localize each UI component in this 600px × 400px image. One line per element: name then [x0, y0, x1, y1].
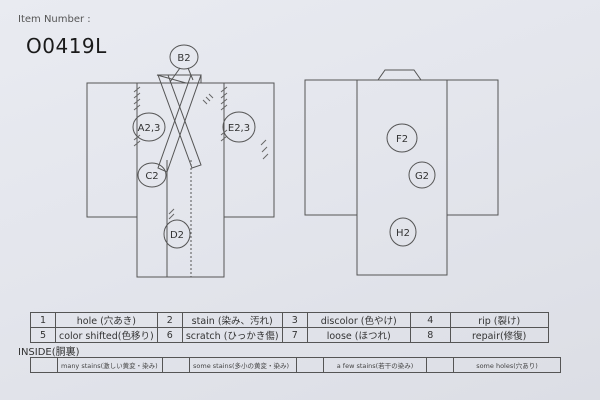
legend-label: stain (染み、汚れ) [181, 312, 283, 328]
legend-code: 1 [30, 312, 56, 328]
annotation-circle-b [169, 44, 199, 70]
annotation-label-c: C2 [145, 171, 158, 182]
back-kimono-outline [304, 69, 499, 276]
inside-option-label: a few stains(若干の染み) [323, 357, 427, 373]
legend-label: repair(修復) [449, 327, 549, 343]
front-collar [156, 74, 202, 173]
legend-label: hole (穴あき) [55, 312, 158, 328]
legend-code: 6 [156, 327, 183, 343]
inside-checkbox-some-holes[interactable] [426, 357, 454, 373]
inside-option-label: some stains(多小の黄変・染み) [189, 357, 297, 373]
legend-label: scratch (ひっかき傷) [181, 327, 283, 343]
legend-label: loose (ほつれ) [306, 327, 411, 343]
legend-code: 4 [409, 312, 451, 328]
annotation-circle-f [386, 123, 418, 153]
kimono-diagram: B2 A2,3 E2,3 C2 D2 F2 G2 H2 [86, 44, 499, 278]
annotation-label-d: D2 [170, 230, 184, 241]
damage-legend-table: 1 hole (穴あき) 2 stain (染み、汚れ) 3 discolor … [30, 312, 549, 343]
legend-code: 8 [409, 327, 451, 343]
inside-checkbox-many-stains[interactable] [30, 357, 58, 373]
legend-code: 2 [156, 312, 183, 328]
legend-code: 5 [30, 327, 56, 343]
annotation-label-a: A2,3 [138, 123, 161, 134]
annotation-circle-g [408, 161, 436, 189]
annotation-circle-e [222, 111, 256, 143]
inside-checkbox-few-stains[interactable] [296, 357, 324, 373]
inside-section-label: INSIDE(胴裏) [18, 347, 80, 358]
annotation-label-f: F2 [396, 134, 408, 145]
legend-code: 7 [281, 327, 308, 343]
inside-checkbox-some-stains[interactable] [162, 357, 190, 373]
legend-label: color shifted(色移り) [55, 327, 158, 343]
stain-hatch-marks [133, 86, 269, 220]
annotation-circle-a [132, 112, 166, 142]
legend-row: 1 hole (穴あき) 2 stain (染み、汚れ) 3 discolor … [30, 312, 549, 328]
legend-row: 5 color shifted(色移り) 6 scratch (ひっかき傷) 7… [30, 327, 549, 343]
annotation-label-g: G2 [415, 171, 429, 182]
item-number-label: Item Number : [18, 14, 91, 25]
annotation-circle-c [137, 162, 167, 188]
inside-option-label: many stains(激しい黄変・染み) [57, 357, 163, 373]
inside-option-label: some holes(穴あり) [453, 357, 561, 373]
legend-code: 3 [281, 312, 308, 328]
front-kimono-outline [86, 82, 275, 278]
inside-condition-table: many stains(激しい黄変・染み) some stains(多小の黄変・… [30, 357, 561, 373]
annotation-circle-d [163, 219, 191, 249]
legend-label: rip (裂け) [449, 312, 549, 328]
annotation-circle-h [389, 217, 417, 247]
annotation-label-e: E2,3 [228, 123, 250, 134]
item-number: O0419L [26, 34, 107, 58]
annotation-label-b: B2 [177, 53, 190, 64]
annotation-label-h: H2 [396, 228, 410, 239]
legend-label: discolor (色やけ) [306, 312, 411, 328]
